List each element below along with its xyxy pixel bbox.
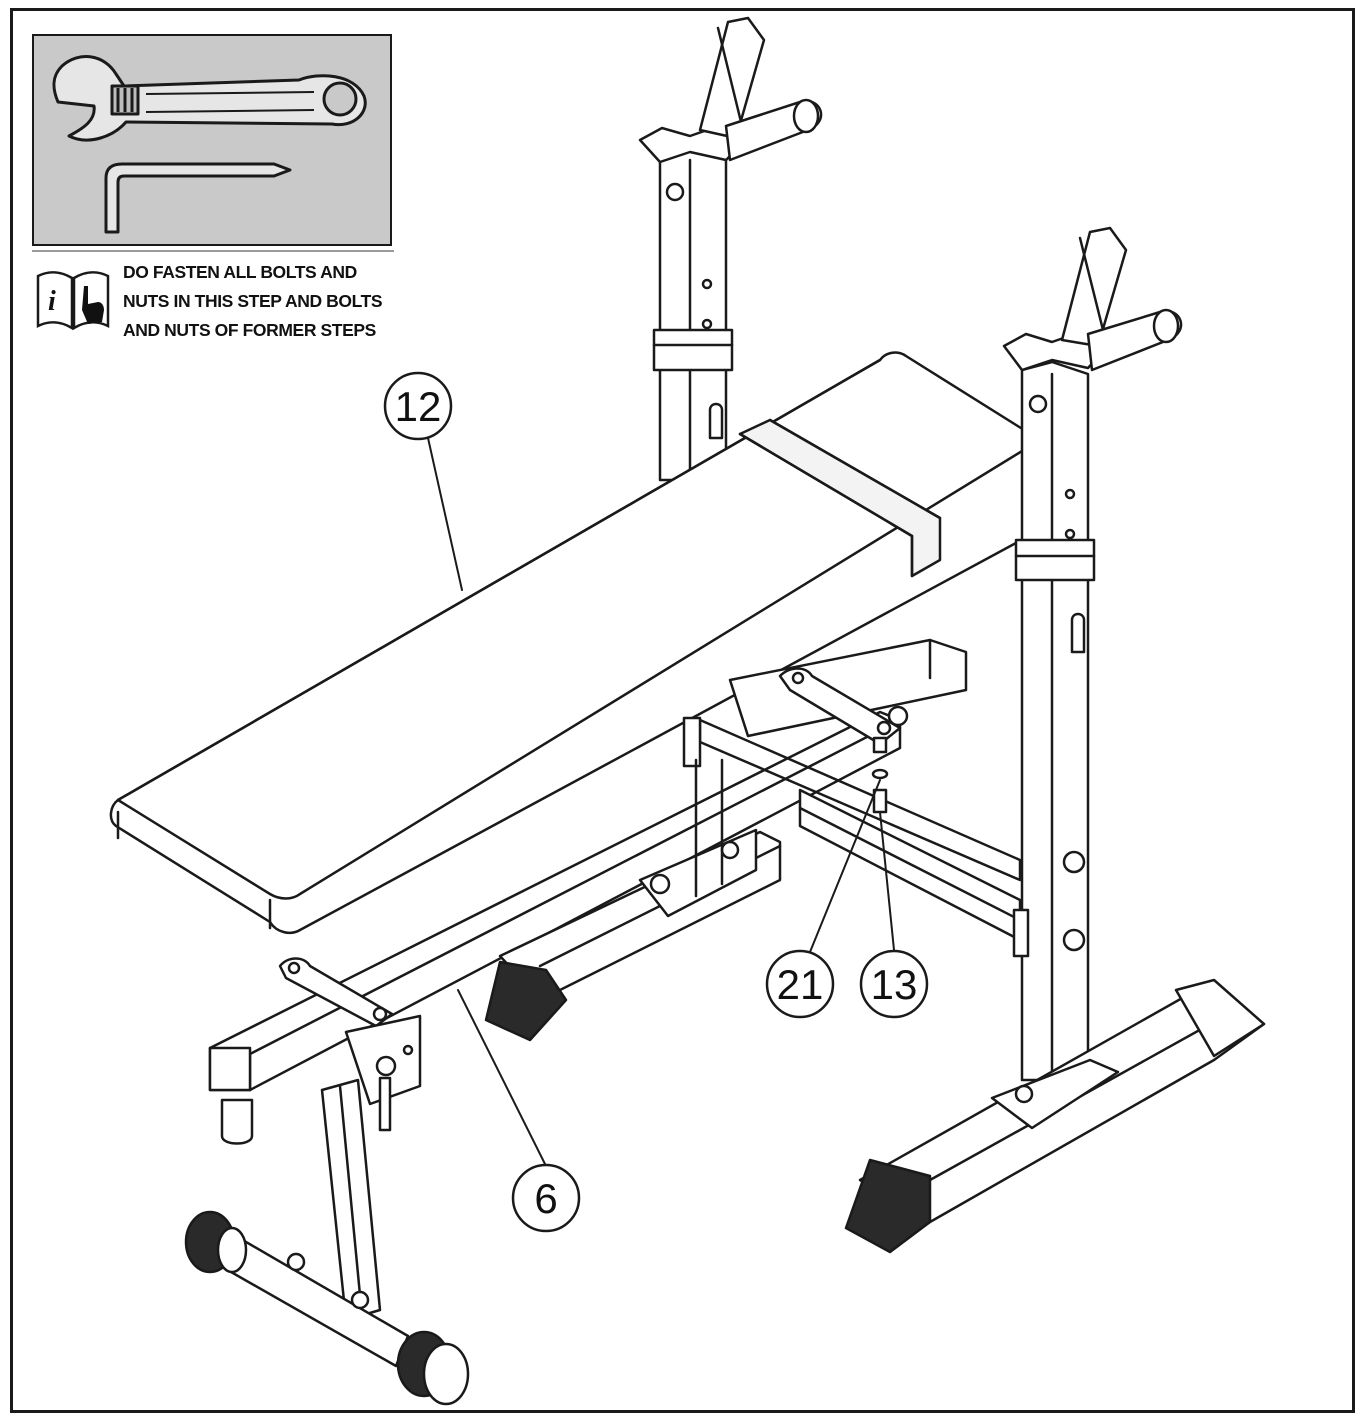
allen-key-icon [104, 162, 292, 234]
note-line: DO FASTEN ALL BOLTS AND [123, 262, 357, 282]
callout-label: 21 [777, 961, 824, 1008]
callout-13: 13 [859, 949, 929, 1019]
leader-12 [427, 437, 463, 591]
main-frame-rail [208, 638, 1030, 1145]
left-upright-post [652, 146, 734, 482]
callout-label: 6 [534, 1175, 557, 1222]
fasten-note: i DO FASTEN ALL BOLTS AND NUTS IN THIS S… [36, 258, 396, 348]
callout-label: 12 [395, 383, 442, 430]
tools-illustration [52, 55, 367, 234]
svg-text:i: i [48, 286, 56, 317]
bench-pad [109, 351, 1042, 934]
note-line: AND NUTS OF FORMER STEPS [123, 320, 376, 340]
callout-label: 13 [871, 961, 918, 1008]
leader-21 [809, 779, 881, 953]
callout-12: 12 [383, 371, 453, 441]
note-line: NUTS IN THIS STEP AND BOLTS [123, 291, 383, 311]
callout-6: 6 [511, 1163, 581, 1233]
leader-13 [879, 811, 895, 951]
foam-roller [396, 1330, 470, 1406]
leader-lines [427, 437, 895, 1167]
fasten-note-text: DO FASTEN ALL BOLTS AND NUTS IN THIS STE… [123, 258, 393, 345]
tools-panel-divider [32, 250, 394, 252]
right-upright-post [1014, 360, 1096, 1082]
left-bar-hook [638, 16, 823, 164]
manual-info-icon: i [36, 271, 110, 331]
callout-21: 21 [765, 949, 835, 1019]
right-bar-hook [1002, 226, 1183, 372]
leader-6 [457, 989, 547, 1167]
adjustable-wrench-icon [52, 55, 367, 142]
foam-roller [184, 1210, 248, 1274]
rear-support-plate [778, 667, 909, 754]
diagram-frame [10, 8, 1355, 1413]
right-base [844, 978, 1266, 1254]
left-base [484, 758, 782, 1042]
washer-and-bolt [871, 768, 889, 814]
tools-panel [32, 34, 392, 246]
front-leg [184, 1014, 470, 1406]
front-support-plate [278, 957, 394, 1028]
